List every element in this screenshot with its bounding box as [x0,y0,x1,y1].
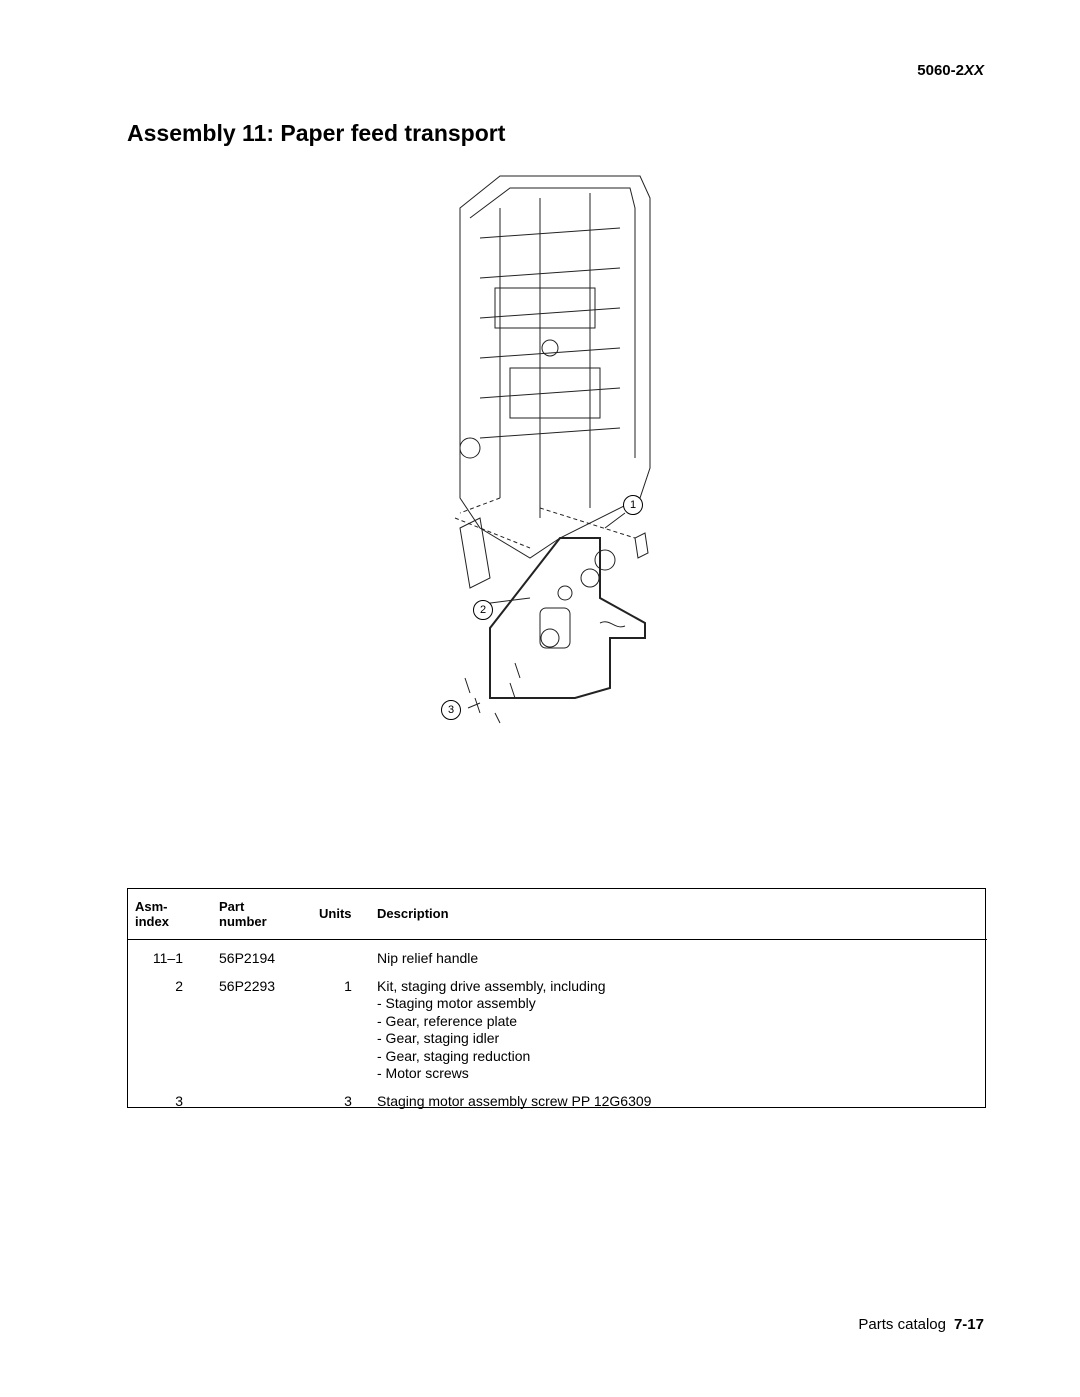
col-header-units: Units [319,888,377,940]
description: Staging motor assembly screw PP 12G6309 [377,1092,652,1109]
col-header-part-number: Part number [219,888,319,940]
callout-3: 3 [441,700,461,720]
description: Kit, staging drive assembly, including -… [377,977,606,1082]
page-title: Assembly 11: Paper feed transport [127,120,506,146]
exploded-parts-illustration [454,175,651,724]
units: 1 [344,977,352,994]
units: 3 [344,1092,352,1109]
units [319,940,377,968]
table-row: 3 3 Staging motor assembly screw PP 12G6… [127,1083,987,1111]
asm-index: 3 [175,1092,183,1109]
parts-table: Asm- index Part number Units Description… [127,888,987,1110]
part-number [219,1083,319,1111]
part-number: 56P2194 [219,950,276,966]
callout-1: 1 [623,495,643,515]
page-number: 7-17 [953,1316,984,1333]
description: Nip relief handle [377,950,479,966]
table-header-row: Asm- index Part number Units Description [127,888,987,940]
asm-index: 2 [175,977,183,994]
asm-index: 11–1 [152,950,183,966]
table-row: 11–1 56P2194 Nip relief handle [127,940,987,968]
table-row: 2 56P2293 1 Kit, staging drive assembly,… [127,968,987,1083]
col-header-description: Description [377,888,987,940]
callout-2: 2 [473,600,493,620]
col-header-asm-index: Asm- index [127,888,219,940]
part-number: 56P2293 [219,977,276,994]
model-number: 5060-2XX [917,62,984,79]
